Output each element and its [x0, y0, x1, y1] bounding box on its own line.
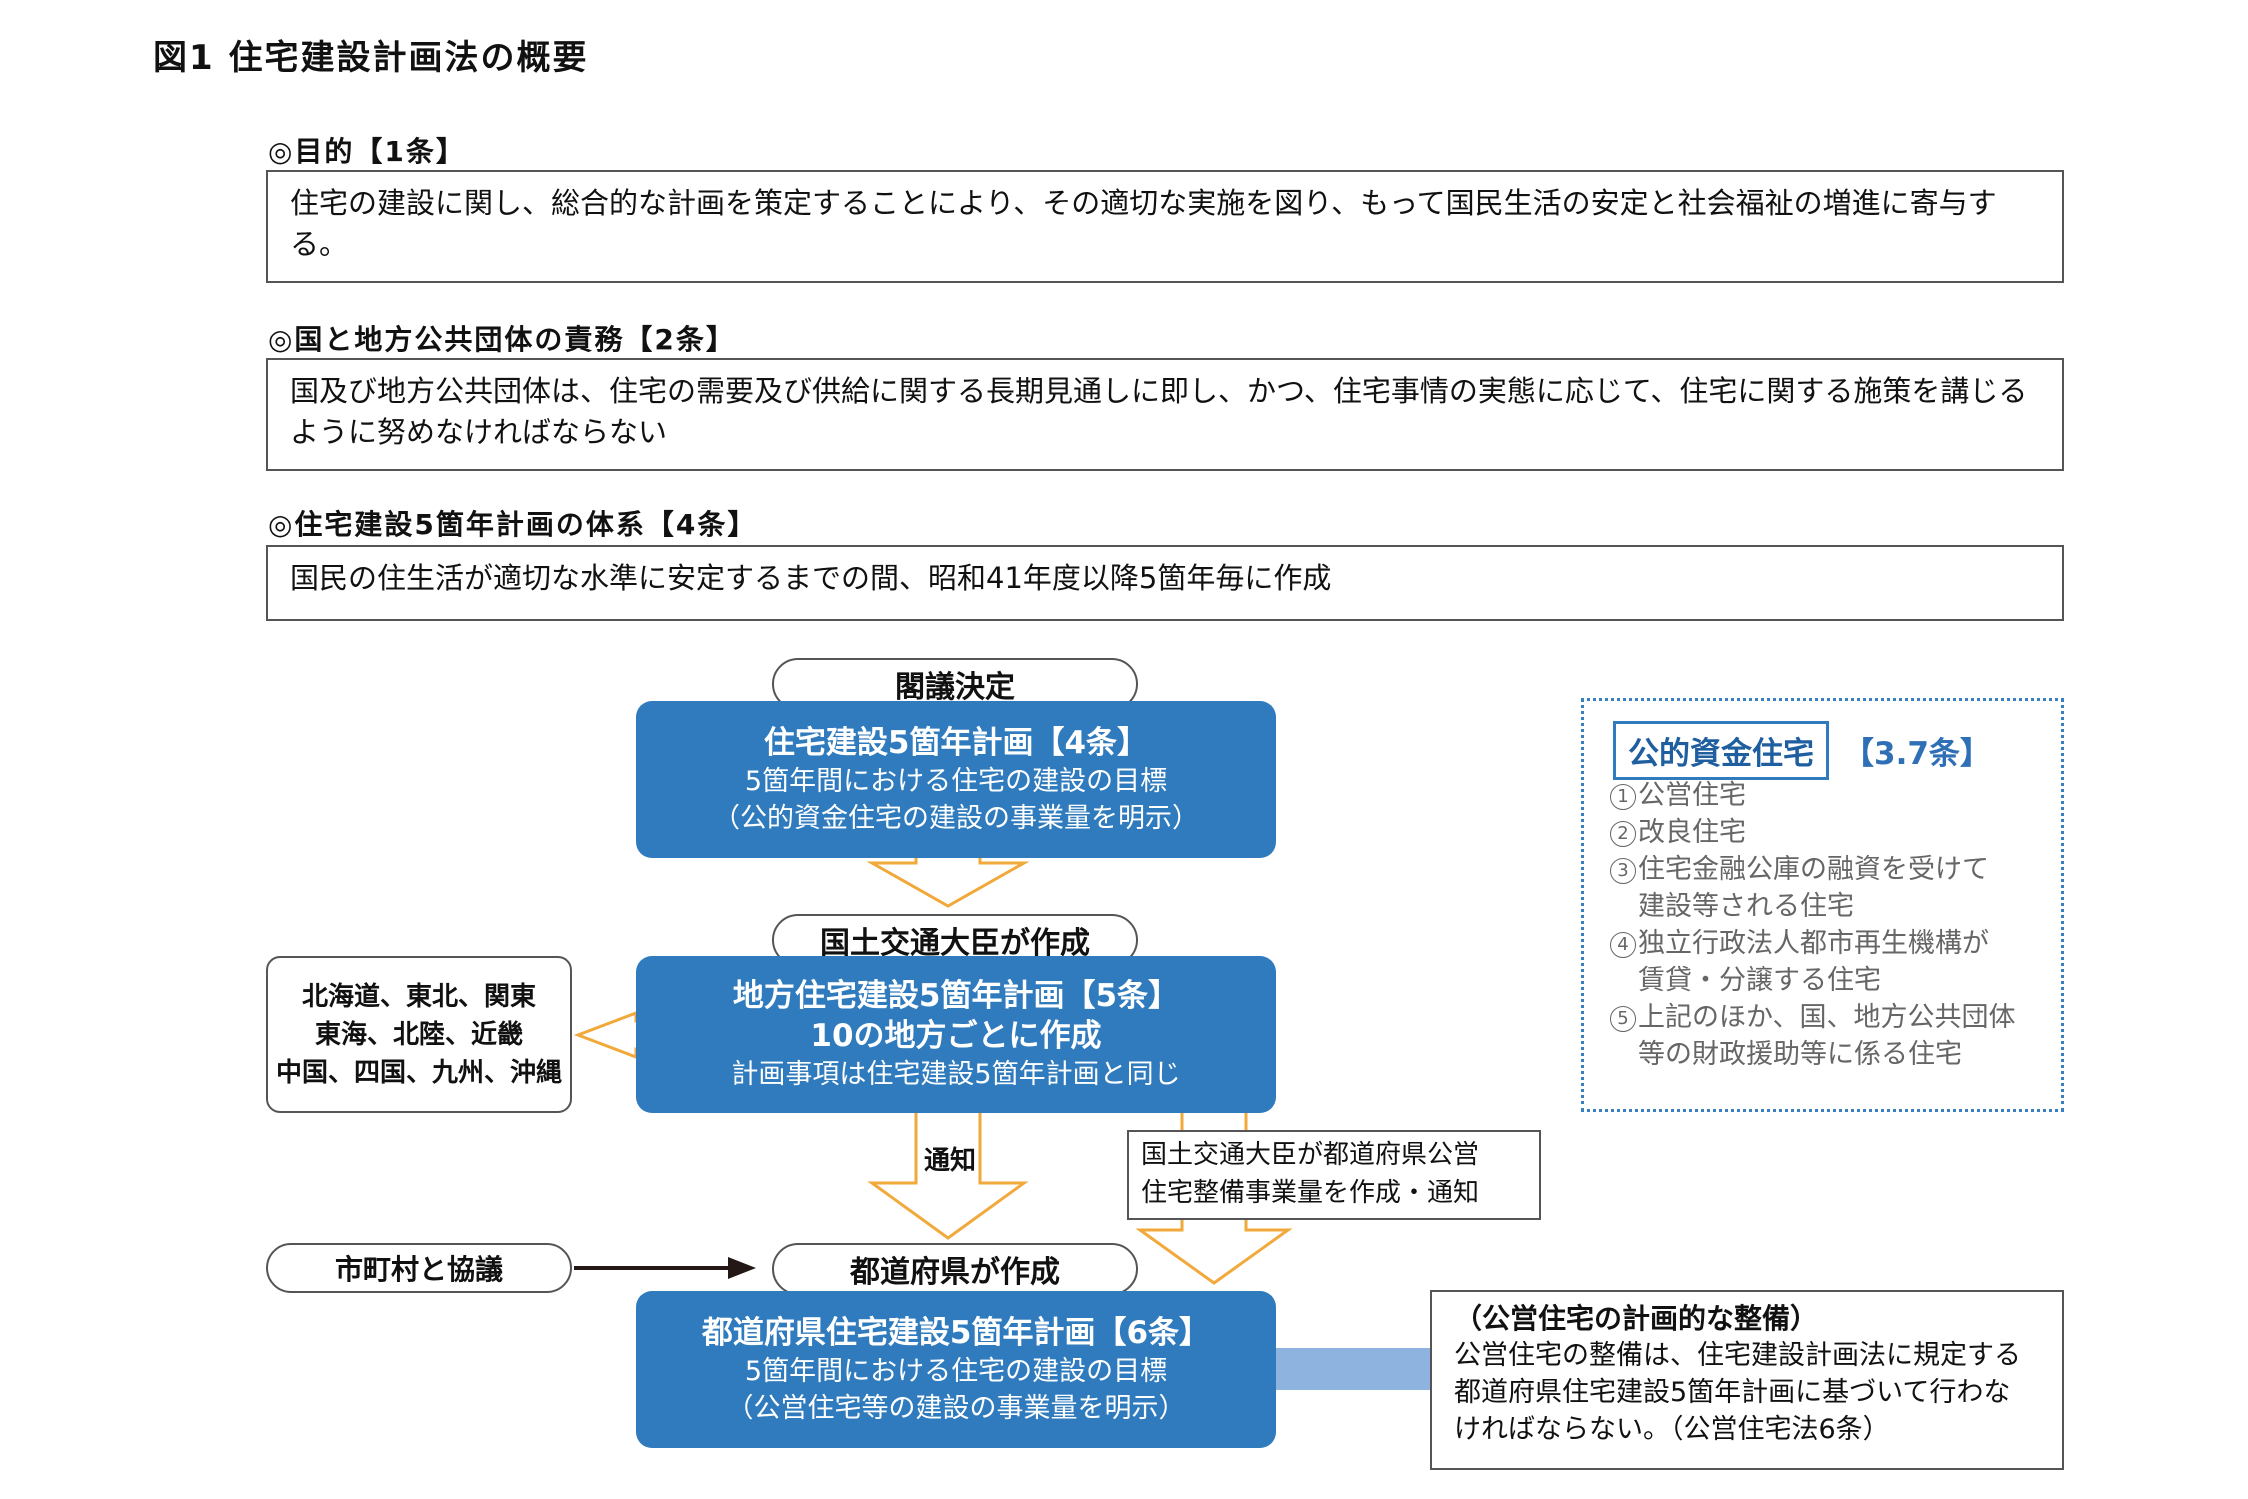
duties-box: 国及び地方公共団体は、住宅の需要及び供給に関する長期見通しに即し、かつ、住宅事情…	[266, 358, 2064, 471]
regional-plan-title: 地方住宅建設5箇年計画【5条】	[732, 978, 1180, 1014]
public-housing-note: （公営住宅の計画的な整備） 公営住宅の整備は、住宅建設計画法に規定する 都道府県…	[1430, 1290, 2064, 1470]
down-arrow-1	[866, 851, 1030, 908]
minister-note-box: 国土交通大臣が都道府県公営 住宅整備事業量を作成・通知	[1127, 1130, 1541, 1220]
public-housing-line: 都道府県住宅建設5箇年計画に基づいて行わな	[1454, 1377, 2011, 1408]
public-funds-article: 【3.7条】	[1843, 736, 1991, 772]
consult-arrow-head	[728, 1257, 756, 1279]
regions-line: 北海道、東北、関東	[301, 981, 536, 1012]
purpose-heading: ◎目的【1条】	[268, 135, 466, 168]
municipal-consult-pill: 市町村と協議	[266, 1243, 572, 1293]
regional-plan-line1: 10の地方ごとに作成	[810, 1018, 1102, 1054]
number-badge: 5	[1610, 1006, 1636, 1032]
public-funds-label: 公的資金住宅	[1613, 721, 1829, 780]
list-item-continuation: 等の財政援助等に係る住宅	[1638, 1039, 1962, 1070]
number-badge: 4	[1610, 932, 1636, 958]
national-plan-line2: （公的資金住宅の建設の事業量を明示）	[713, 802, 1199, 834]
purpose-text: 住宅の建設に関し、総合的な計画を策定することにより、その適切な実施を図り、もって…	[290, 186, 1997, 261]
number-badge: 3	[1610, 858, 1636, 884]
down-arrow-notify	[867, 1106, 1029, 1240]
public-housing-line: 公営住宅の整備は、住宅建設計画法に規定する	[1454, 1340, 2021, 1371]
list-item-continuation: 賃貸・分譲する住宅	[1638, 965, 1881, 996]
national-plan-line1: 5箇年間における住宅の建設の目標	[744, 765, 1168, 797]
minister-note-line: 国土交通大臣が都道府県公営	[1141, 1140, 1480, 1170]
regions-line: 東海、北陸、近畿	[314, 1019, 523, 1050]
duties-text: 国及び地方公共団体は、住宅の需要及び供給に関する長期見通しに即し、かつ、住宅事情…	[290, 374, 2028, 449]
national-plan-box: 住宅建設5箇年計画【4条】 5箇年間における住宅の建設の目標 （公的資金住宅の建…	[636, 701, 1276, 858]
notify-label: 通知	[924, 1146, 977, 1176]
prefecture-plan-line2: （公営住宅等の建設の事業量を明示）	[726, 1392, 1186, 1424]
list-item-continuation: 建設等される住宅	[1638, 891, 1854, 922]
system-heading: ◎住宅建設5箇年計画の体系【4条】	[268, 508, 758, 541]
page-title: 図1 住宅建設計画法の概要	[153, 38, 589, 78]
regions-box: 北海道、東北、関東 東海、北陸、近畿 中国、四国、九州、沖縄	[266, 956, 572, 1113]
number-badge: 1	[1610, 784, 1636, 810]
regions-line: 中国、四国、九州、沖縄	[275, 1057, 562, 1088]
prefecture-pill: 都道府県が作成	[772, 1243, 1138, 1295]
minister-note-line: 住宅整備事業量を作成・通知	[1141, 1178, 1480, 1208]
prefecture-plan-title: 都道府県住宅建設5箇年計画【6条】	[701, 1314, 1211, 1351]
number-badge: 2	[1610, 821, 1636, 847]
prefecture-plan-box: 都道府県住宅建設5箇年計画【6条】 5箇年間における住宅の建設の目標 （公営住宅…	[636, 1291, 1276, 1448]
public-housing-heading: （公営住宅の計画的な整備）	[1454, 1302, 1819, 1335]
system-box: 国民の住生活が適切な水準に安定するまでの間、昭和41年度以降5箇年毎に作成	[266, 545, 2064, 621]
system-text: 国民の住生活が適切な水準に安定するまでの間、昭和41年度以降5箇年毎に作成	[290, 561, 1332, 595]
link-bar	[1274, 1348, 1430, 1390]
duties-heading: ◎国と地方公共団体の責務【2条】	[268, 323, 736, 356]
national-plan-title: 住宅建設5箇年計画【4条】	[763, 724, 1149, 761]
prefecture-plan-line1: 5箇年間における住宅の建設の目標	[744, 1355, 1168, 1387]
public-housing-line: ければならない。（公営住宅法6条）	[1454, 1414, 1890, 1445]
regional-plan-box: 地方住宅建設5箇年計画【5条】 10の地方ごとに作成 計画事項は住宅建設5箇年計…	[636, 956, 1276, 1113]
regional-plan-line2: 計画事項は住宅建設5箇年計画と同じ	[731, 1059, 1181, 1090]
purpose-box: 住宅の建設に関し、総合的な計画を策定することにより、その適切な実施を図り、もって…	[266, 170, 2064, 283]
